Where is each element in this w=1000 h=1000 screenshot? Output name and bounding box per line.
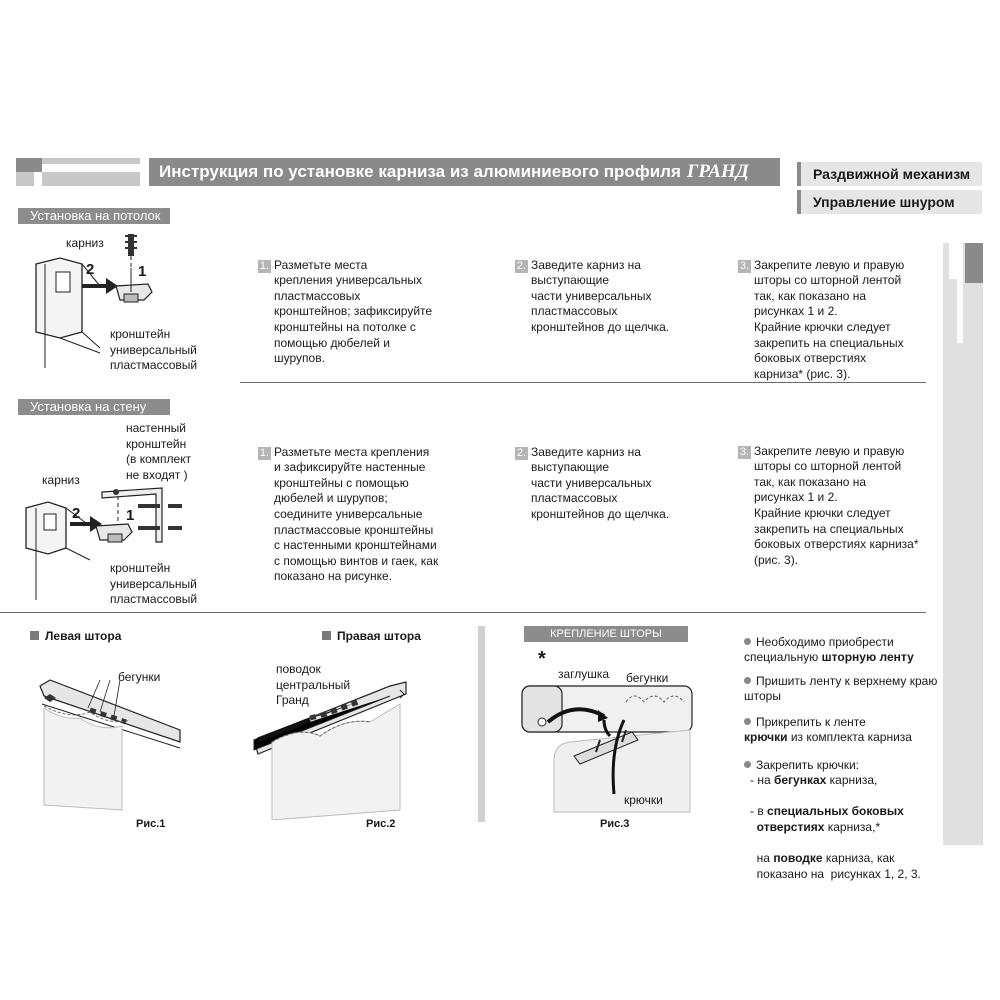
step-text: Разметьте места крепления и зафиксируйте… [274,444,439,584]
side-decor [943,243,983,845]
fig2-caption: Рис.2 [366,818,396,830]
fig3-runners-label: бегунки [626,671,669,685]
ceiling-step-3: 3.Закрепите левую и правую шторы со штор… [738,242,928,382]
note-4-line-2: - в специальных боковых отверстиях карни… [750,804,904,834]
note-2: Пришить ленту к верхнему краю шторы [744,673,938,704]
note-3: Прикрепить к ленте крючки из комплекта к… [744,714,912,745]
wall-arrow2-label: 2 [72,505,81,522]
wall-section-label: Установка на стену [18,399,170,415]
note-4-line-1: - на бегунках карниза, [750,773,878,788]
step-number: 3. [738,445,751,459]
divider-1 [240,382,926,383]
fig1-drawing [30,660,205,815]
ceiling-arrow2-label: 2 [86,261,95,278]
tag-sliding: Раздвижной механизм [797,162,982,186]
header-decor-shape [16,158,140,186]
wall-bracket-label: настенный кронштейн (в комплект не входя… [126,421,192,482]
note-1: Необходимо приобрести специальную шторну… [744,634,914,665]
figures-vertical-divider [478,626,485,822]
step-text: Разметьте места крепления универсальных … [274,257,433,366]
wall-bracket-universal-label: кронштейн универсальный пластмассовый [110,561,198,607]
page-title-text: Инструкция по установке карниза из алюми… [159,162,681,181]
ceiling-step-2: 2.Заведите карниз на выступающие части у… [515,242,705,336]
fig3-hooks-label: крючки [624,793,663,807]
bullet-dot-icon [744,760,751,768]
step-number: 1. [258,446,271,460]
wall-step-3: 3.Закрепите левую и правую шторы со штор… [738,428,938,568]
fig3-cap-label: заглушка [558,667,610,681]
fig2-drawing [250,660,425,821]
step-text: Закрепите левую и правую шторы со шторно… [754,443,919,567]
wall-step-2: 2.Заведите карниз на выступающие части у… [515,429,705,523]
note-4-line-3: на поводке карниза, как показано на рису… [750,851,921,881]
brand-name: ГРАНД [686,161,749,182]
fig3-caption: Рис.3 [600,818,630,830]
fig1-caption: Рис.1 [136,818,166,830]
step-number: 1. [258,259,271,273]
page-title: Инструкция по установке карниза из алюми… [149,158,780,186]
left-curtain-diagram [39,679,181,811]
fig3-drawing [514,660,694,816]
wall-karniz-label: карниз [42,473,80,487]
step-text: Закрепите левую и правую шторы со шторно… [754,257,905,381]
bullet-dot-icon [744,637,751,645]
fig2-title: Правая штора [322,629,421,643]
ceiling-diagram [35,234,153,368]
step-text: Заведите карниз на выступающие части уни… [531,257,670,334]
ceiling-figure [20,228,240,373]
wall-step-1: 1.Разметьте места крепления и зафиксируй… [258,429,458,585]
wall-diagram [25,487,182,600]
step-text: Заведите карниз на выступающие части уни… [531,444,670,521]
fig1-title: Левая штора [30,629,121,643]
step-number: 2. [515,446,528,460]
step-number: 3. [738,259,751,273]
header-decor [16,158,140,186]
fig1-runners-label: бегунки [118,670,161,684]
fig3-title: КРЕПЛЕНИЕ ШТОРЫ [524,626,688,642]
right-curtain-diagram [253,681,407,821]
side-decor-shape [943,243,983,845]
bullet-dot-icon [744,676,751,684]
ceiling-section-label: Установка на потолок [18,208,170,224]
bullet-dot-icon [744,717,751,725]
ceiling-arrow1-label: 1 [138,263,147,280]
square-bullet-icon [30,631,39,640]
fig3-asterisk: * [538,648,546,670]
ceiling-bracket-label: кронштейн универсальный пластмассовый [110,327,198,373]
divider-2 [0,612,926,613]
wall-figure [20,478,240,603]
wall-arrow1-label: 1 [126,507,135,524]
ceiling-step-1: 1.Разметьте места крепления универсальны… [258,242,458,367]
note-4: Закрепить крючки: - на бегунках карниза,… [744,742,944,898]
ceiling-karniz-label: карниз [66,236,104,250]
step-number: 2. [515,259,528,273]
square-bullet-icon [322,631,331,640]
tag-cord: Управление шнуром [797,190,982,214]
curtain-mount-diagram [521,685,693,813]
fig2-lead-label: поводок центральный Гранд [276,662,351,708]
